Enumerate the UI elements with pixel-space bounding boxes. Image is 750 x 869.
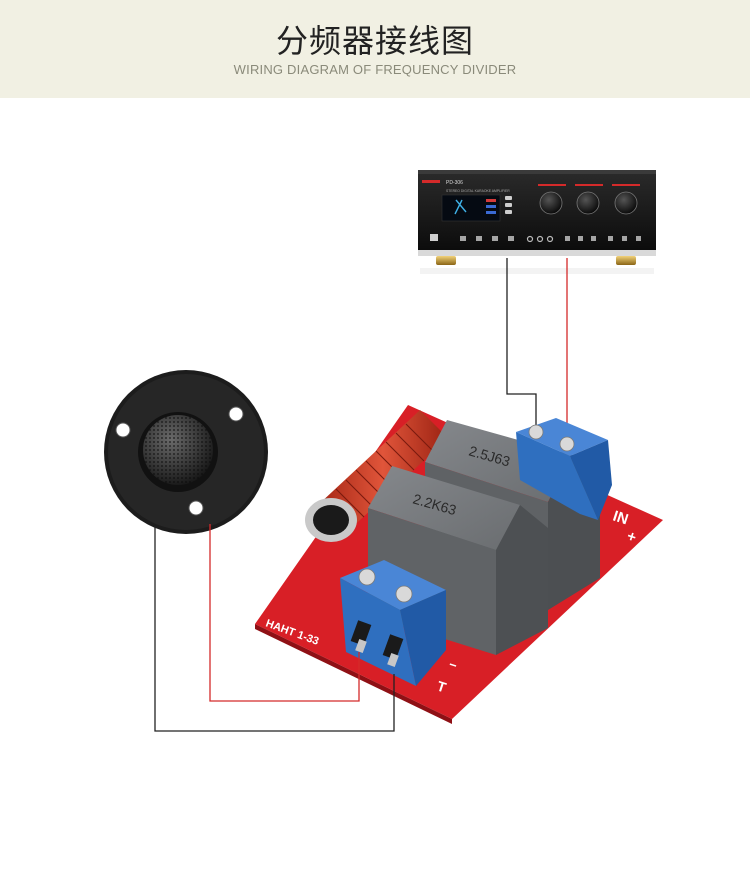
amp-small-key-1 [460, 236, 466, 241]
output-socket-1 [350, 620, 372, 646]
input-wire-black [506, 258, 537, 434]
amplifier-icon: PD-306 STEREO DIGITAL KARAOKE AMPLIFIER [418, 170, 656, 274]
knob-label-bar-1 [538, 184, 566, 186]
output-screw-1 [358, 568, 376, 586]
page-title: 分频器接线图 [275, 22, 474, 60]
input-screw-1 [528, 424, 544, 440]
amplifier-foot-right [616, 256, 636, 265]
tweeter-hole-2 [228, 406, 244, 422]
amplifier-model: PD-306 [446, 180, 463, 186]
capacitor-2-top [368, 466, 520, 550]
amp-small-key-3 [492, 236, 498, 241]
amp-knob-3 [614, 191, 638, 215]
tweeter-speaker-icon [104, 370, 268, 534]
wiring-scene: PD-306 STEREO DIGITAL KARAOKE AMPLIFIER [104, 170, 663, 732]
amp-small-key-4 [508, 236, 514, 241]
amp-button-1 [505, 196, 512, 200]
output-screw-2 [395, 585, 413, 603]
amp-small-key-7 [591, 236, 596, 241]
amp-mic-jack-3 [546, 235, 554, 243]
amp-small-key-5 [565, 236, 570, 241]
page-subtitle: WIRING DIAGRAM OF FREQUENCY DIVIDER [233, 62, 517, 77]
coil-core [313, 505, 349, 535]
pcb-in-label: IN [611, 508, 631, 529]
tweeter-hole-1 [115, 422, 131, 438]
tweeter-mesh-grille [143, 415, 213, 485]
pcb-edge [255, 624, 452, 724]
amp-button-2 [505, 203, 512, 207]
display-symbol [454, 199, 467, 215]
amp-mic-jack-1 [526, 235, 534, 243]
amp-small-key-8 [608, 236, 613, 241]
amp-knob-1 [539, 191, 563, 215]
output-terminal-side [400, 590, 446, 686]
amp-small-key-9 [622, 236, 627, 241]
amplifier-reflection [420, 268, 654, 274]
amplifier-foot-left [436, 256, 456, 265]
output-clamp-2 [387, 652, 399, 668]
tweeter-hole-3 [188, 500, 204, 516]
input-terminal-side [570, 440, 612, 520]
display-led-3 [486, 211, 496, 214]
amp-small-key-6 [578, 236, 583, 241]
output-clamp-1 [355, 638, 367, 654]
output-wire-black [154, 526, 395, 732]
output-wire-red [209, 524, 360, 702]
amplifier-bottom-trim [418, 250, 656, 256]
knob-label-bar-2 [575, 184, 603, 186]
amp-small-key-2 [476, 236, 482, 241]
knob-label-bar-3 [612, 184, 640, 186]
input-terminal-front [516, 432, 598, 520]
display-led-2 [486, 205, 496, 208]
amp-small-key-10 [636, 236, 641, 241]
power-switch [430, 234, 438, 241]
amplifier-brand-logo [422, 180, 440, 183]
header-banner: 分频器接线图 WIRING DIAGRAM OF FREQUENCY DIVID… [0, 0, 750, 98]
amp-knob-2 [576, 191, 600, 215]
amp-button-3 [505, 210, 512, 214]
amplifier-caption: STEREO DIGITAL KARAOKE AMPLIFIER [446, 189, 510, 193]
crossover-board-icon: IN + T − HAHT 1-33 2.5J63 [255, 405, 663, 724]
amp-mic-jack-2 [536, 235, 544, 243]
amplifier-top-edge [418, 170, 656, 174]
display-led-1 [486, 199, 496, 202]
coil-body [318, 410, 448, 533]
input-screw-2 [559, 436, 575, 452]
inductor-coil [305, 410, 448, 542]
output-terminal-block [340, 560, 446, 686]
output-socket-2 [382, 634, 404, 660]
capacitor-2-side [496, 505, 548, 655]
input-terminal-block [516, 418, 612, 520]
